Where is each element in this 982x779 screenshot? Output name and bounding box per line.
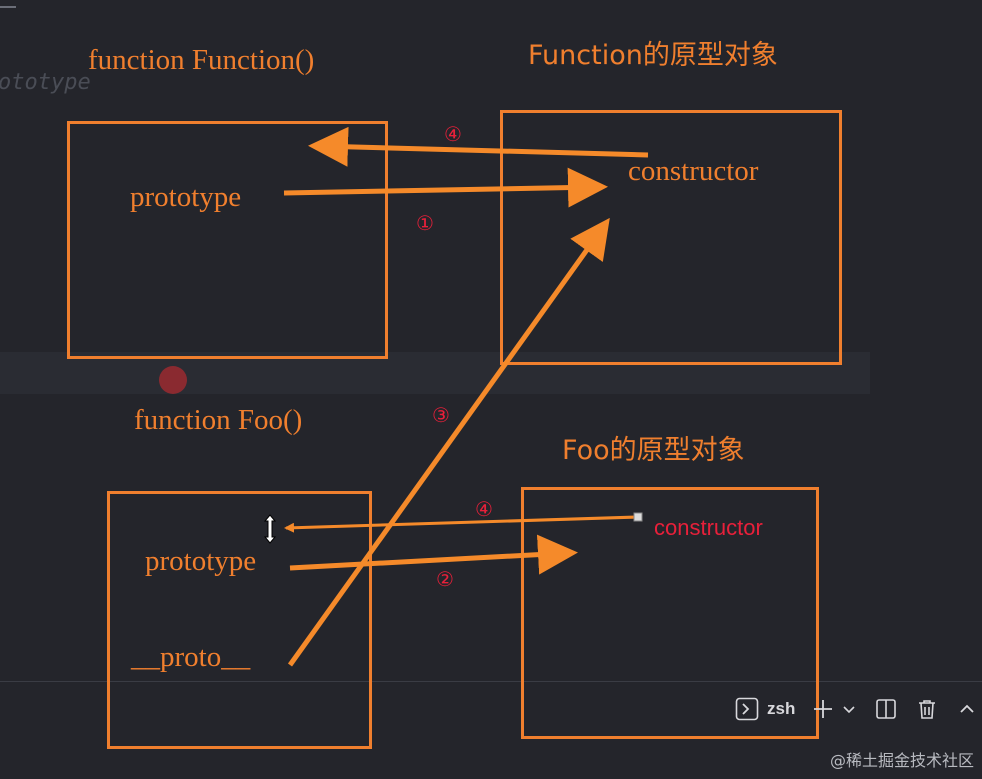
foo-heading: function Foo() [134, 404, 303, 436]
marker-three: ③ [432, 403, 450, 427]
marker-four-top: ④ [444, 122, 462, 146]
arrow-four-bottom [284, 515, 639, 533]
function-heading: function Function() [88, 44, 315, 76]
panel-divider [0, 681, 982, 682]
function-prototype-heading: Function的原型对象 [528, 40, 778, 71]
arrow-one [283, 167, 608, 208]
arrow-four-top [308, 126, 649, 167]
split-icon [876, 699, 896, 719]
marker-one: ① [416, 211, 434, 235]
arrow-two [289, 534, 578, 575]
pointer-dot [159, 366, 187, 394]
function-prototype-box [500, 110, 842, 365]
ghost-code-text: ototype [0, 70, 91, 95]
kill-terminal-button[interactable] [916, 694, 938, 724]
marker-two: ② [436, 567, 454, 591]
terminal-dropdown-button[interactable] [842, 694, 856, 724]
resize-cursor-icon [263, 514, 277, 544]
function-box [67, 121, 388, 359]
foo-proto-label: __proto__ [131, 641, 251, 673]
maximize-panel-button[interactable] [958, 694, 976, 724]
plus-icon [814, 700, 832, 718]
drag-handle[interactable] [633, 512, 643, 522]
function-prototype-label: prototype [130, 181, 242, 213]
shell-label: zsh [767, 699, 796, 718]
watermark: @稀土掘金技术社区 [829, 751, 974, 770]
editor-dash [0, 6, 16, 8]
marker-four-bottom: ④ [475, 497, 493, 521]
function-constructor-label: constructor [628, 155, 759, 187]
foo-prototype-heading: Foo的原型对象 [562, 435, 745, 466]
trash-icon [919, 700, 935, 719]
chevron-down-icon [843, 706, 855, 714]
foo-prototype-label: prototype [145, 545, 257, 577]
terminal-shell-tab[interactable]: zsh [735, 694, 795, 724]
terminal-icon [735, 697, 759, 721]
foo-prototype-box [521, 487, 819, 739]
split-terminal-button[interactable] [875, 694, 897, 724]
editor-highlight-band [0, 352, 870, 394]
new-terminal-button[interactable] [812, 694, 834, 724]
chevron-up-icon [960, 704, 974, 713]
arrow-three [287, 217, 610, 667]
foo-constructor-label: constructor [654, 515, 763, 540]
foo-box [107, 491, 372, 749]
